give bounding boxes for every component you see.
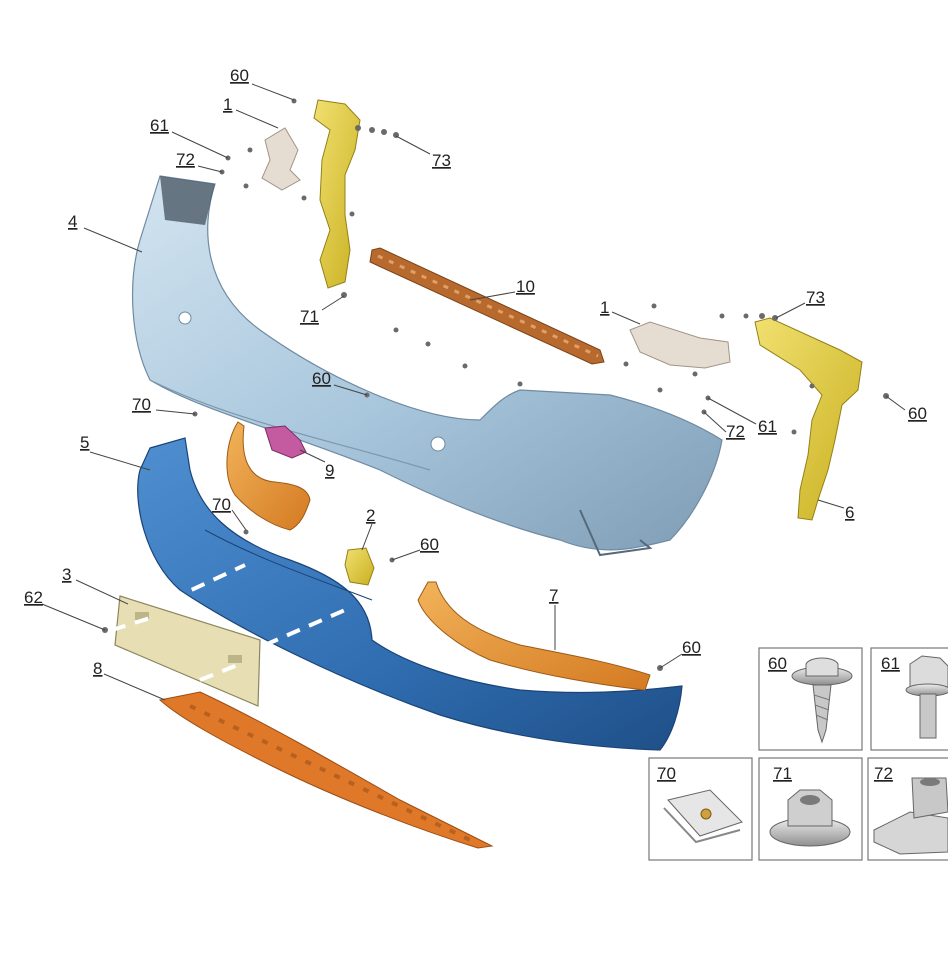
callout-label: 72 <box>176 150 195 169</box>
right-upper-bracket <box>629 321 731 369</box>
center-mount-bracket <box>344 547 375 586</box>
detail-box-61: 61 <box>870 647 948 751</box>
detail-label: 70 <box>657 764 676 783</box>
callout-labels: 60 1 61 72 73 4 10 71 1 73 60 60 61 72 7… <box>24 66 927 678</box>
right-orange-absorber <box>417 581 651 691</box>
sensor-bracket <box>264 425 307 459</box>
callout-label: 5 <box>80 433 89 452</box>
hex-bolt-icon <box>905 655 948 739</box>
callout-label: 9 <box>325 461 334 480</box>
right-yellow-bracket <box>754 317 863 521</box>
callout-label: 61 <box>758 417 777 436</box>
callout-label: 73 <box>432 151 451 170</box>
callout-label: 73 <box>806 288 825 307</box>
callout-label: 1 <box>223 95 232 114</box>
impact-carrier <box>369 247 605 365</box>
leader-lines <box>41 83 906 701</box>
callout-label: 60 <box>908 404 927 423</box>
clip-nut-icon <box>873 777 948 855</box>
detail-label: 72 <box>874 764 893 783</box>
callout-label: 4 <box>68 212 77 231</box>
flange-screw-icon <box>791 657 853 744</box>
callout-label: 10 <box>516 277 535 296</box>
left-upper-bracket <box>261 127 301 191</box>
callout-label: 60 <box>312 369 331 388</box>
detail-box-60: 60 <box>758 647 863 751</box>
detail-box-72: 72 <box>867 757 948 861</box>
upper-bumper-cover <box>131 175 723 557</box>
callout-label: 1 <box>600 298 609 317</box>
callout-label: 71 <box>300 307 319 326</box>
callout-label: 62 <box>24 588 43 607</box>
callout-label: 8 <box>93 659 102 678</box>
detail-label: 60 <box>768 654 787 673</box>
detail-label: 71 <box>773 764 792 783</box>
license-plate-bracket <box>111 595 261 707</box>
detail-label: 61 <box>881 654 900 673</box>
flange-nut-icon <box>769 789 851 847</box>
callout-label: 60 <box>682 638 701 657</box>
callout-label: 3 <box>62 565 71 584</box>
callout-label: 72 <box>726 422 745 441</box>
callout-label: 61 <box>150 116 169 135</box>
spring-clip-icon <box>663 789 743 844</box>
left-orange-absorber <box>226 421 311 531</box>
detail-box-71: 71 <box>758 757 863 861</box>
callout-label: 60 <box>420 535 439 554</box>
lower-bumper-cover <box>137 437 683 751</box>
detail-box-70: 70 <box>648 757 753 861</box>
fasteners <box>102 98 889 671</box>
callout-label: 6 <box>845 503 854 522</box>
left-yellow-bracket <box>313 99 361 289</box>
rear-diffuser <box>158 691 494 849</box>
callout-label: 60 <box>230 66 249 85</box>
callout-label: 7 <box>549 586 558 605</box>
callout-label: 2 <box>366 506 375 525</box>
callout-label: 70 <box>132 395 151 414</box>
callout-label: 70 <box>212 495 231 514</box>
